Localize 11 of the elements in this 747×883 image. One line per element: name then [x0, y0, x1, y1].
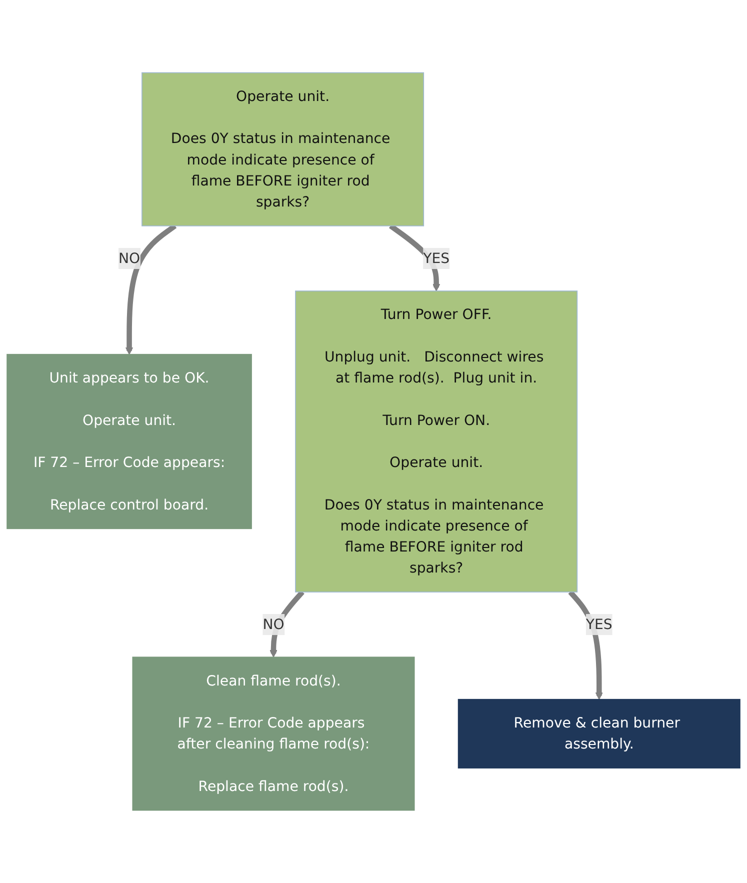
edge-label: YES [423, 250, 450, 266]
node-box: Clean flame rod(s). IF 72 – Error Code appears after cleaning flame rod(s): Replace flame rod(s). [132, 656, 415, 811]
arrow [270, 590, 304, 658]
edge-label: NO [118, 250, 140, 266]
node-box: Operate unit. Does 0Y status in maintenance mode indicate presence of flame BEFORE igniter rod sparks? [142, 72, 424, 226]
node-box: Remove & clean burner assembly. [458, 698, 740, 768]
edge-label: YES [586, 616, 612, 632]
edge-label: NO [262, 616, 284, 632]
node-box: Turn Power OFF. Unplug unit. Disconnect wires at flame rod(s). Plug unit in. Turn Power ON. Operate unit. Does 0Y status in maintenance mode indicate presence of flame BEFORE igniter rod sparks? [295, 290, 578, 592]
arrow [125, 224, 177, 355]
node-box: Unit appears to be OK. Operate unit. IF 72 – Error Code appears: Replace control board. [6, 354, 252, 530]
